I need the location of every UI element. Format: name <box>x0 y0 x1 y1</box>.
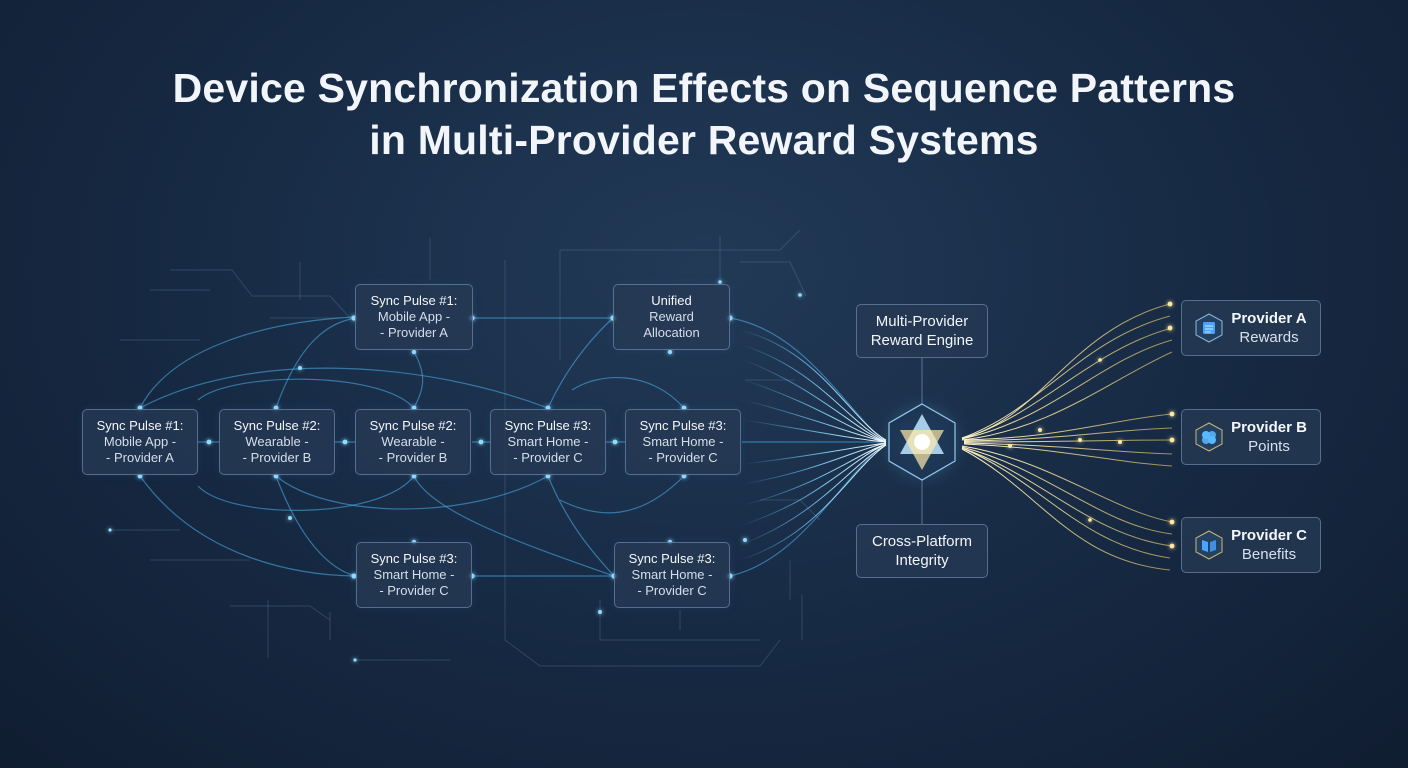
node-line-2: Wearable - <box>381 434 445 449</box>
node-line-1: Sync Pulse #2: <box>369 418 457 433</box>
provider-card-a[interactable]: Provider A Rewards <box>1181 300 1321 356</box>
node-bottom-left[interactable]: Sync Pulse #3: Smart Home - - Provider C <box>356 542 472 608</box>
node-line-1: Sync Pulse #3: <box>370 551 458 566</box>
node-line-2: Wearable - <box>245 434 309 449</box>
provider-card-c[interactable]: Provider C Benefits <box>1181 517 1321 573</box>
integrity-line-1: Cross-Platform <box>871 533 972 550</box>
node-line-3: - Provider C <box>379 583 449 598</box>
node-line-1: Sync Pulse #3: <box>628 551 716 566</box>
node-line-2: Smart Home - <box>642 434 724 449</box>
node-mid-4[interactable]: Sync Pulse #3: Smart Home - - Provider C <box>490 409 606 475</box>
circuit-traces <box>110 229 821 667</box>
node-mid-2[interactable]: Sync Pulse #2: Wearable - - Provider B <box>219 409 335 475</box>
node-line-3: - Provider A <box>380 325 448 340</box>
engine-line-2: Reward Engine <box>870 332 974 349</box>
provider-sub: Rewards <box>1239 329 1299 346</box>
node-line-2: Smart Home - <box>373 567 455 582</box>
node-line-2: Mobile App - <box>377 309 451 324</box>
node-line-1: Sync Pulse #1: <box>370 293 458 308</box>
node-line-2: Smart Home - <box>507 434 589 449</box>
node-line-2: Smart Home - <box>631 567 713 582</box>
node-line-1: Sync Pulse #3: <box>504 418 592 433</box>
engine-line-1: Multi-Provider <box>875 313 969 330</box>
node-line-1: Sync Pulse #3: <box>639 418 727 433</box>
node-line-1: Sync Pulse #1: <box>96 418 184 433</box>
sync-links <box>139 316 883 577</box>
node-line-2: Mobile App - <box>103 434 177 449</box>
node-line-3: - Provider C <box>637 583 707 598</box>
node-top-right[interactable]: Unified Reward Allocation <box>613 284 730 350</box>
reward-engine-hub-icon <box>888 403 956 481</box>
provider-name: Provider C <box>1231 527 1307 544</box>
integrity-line-2: Integrity <box>895 552 949 569</box>
page-title: Device Synchronization Effects on Sequen… <box>0 62 1408 166</box>
title-line-2: in Multi-Provider Reward Systems <box>369 117 1039 163</box>
node-line-2: Reward <box>649 309 694 324</box>
node-line-3: - Provider B <box>242 450 312 465</box>
input-beams <box>739 329 887 561</box>
integrity-label: Cross-Platform Integrity <box>856 524 988 578</box>
node-line-3: - Provider C <box>513 450 583 465</box>
provider-name: Provider A <box>1231 310 1307 327</box>
node-mid-1[interactable]: Sync Pulse #1: Mobile App - - Provider A <box>82 409 198 475</box>
node-line-1: Unified <box>651 293 692 308</box>
provider-sub: Benefits <box>1241 546 1297 563</box>
node-line-3: - Provider B <box>378 450 448 465</box>
node-top-left[interactable]: Sync Pulse #1: Mobile App - - Provider A <box>355 284 473 350</box>
node-line-3: - Provider C <box>648 450 718 465</box>
title-line-1: Device Synchronization Effects on Sequen… <box>172 65 1236 111</box>
output-beams <box>961 303 1173 571</box>
node-mid-5[interactable]: Sync Pulse #3: Smart Home - - Provider C <box>625 409 741 475</box>
gold-dots <box>1008 301 1175 549</box>
node-mid-3[interactable]: Sync Pulse #2: Wearable - - Provider B <box>355 409 471 475</box>
node-line-1: Sync Pulse #2: <box>233 418 321 433</box>
provider-name: Provider B <box>1231 419 1307 436</box>
book-icon <box>1195 530 1223 560</box>
node-line-3: Allocation <box>643 325 700 340</box>
document-icon <box>1195 313 1223 343</box>
node-bottom-right[interactable]: Sync Pulse #3: Smart Home - - Provider C <box>614 542 730 608</box>
node-line-3: - Provider A <box>106 450 174 465</box>
reward-engine-label: Multi-Provider Reward Engine <box>856 304 988 358</box>
provider-card-b[interactable]: Provider B Points <box>1181 409 1321 465</box>
provider-sub: Points <box>1248 438 1290 455</box>
coins-icon <box>1195 422 1223 452</box>
